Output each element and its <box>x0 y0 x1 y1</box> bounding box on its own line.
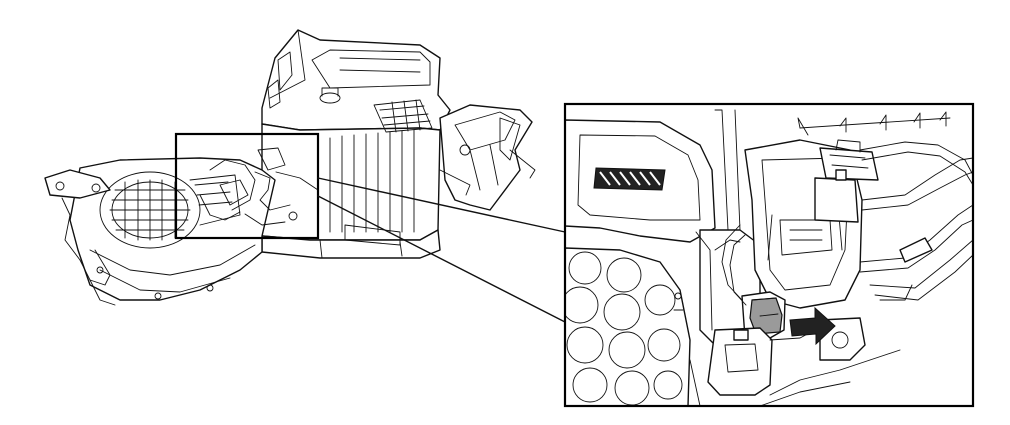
direction-arrow-icon <box>789 306 836 346</box>
connector-detail-icon <box>565 104 973 406</box>
callout-box-overview <box>174 132 320 240</box>
leader-line-upper <box>317 177 566 233</box>
detail-frame <box>563 102 975 408</box>
leader-line-lower <box>317 195 566 323</box>
hvac-unit-assembly-icon <box>44 29 536 306</box>
